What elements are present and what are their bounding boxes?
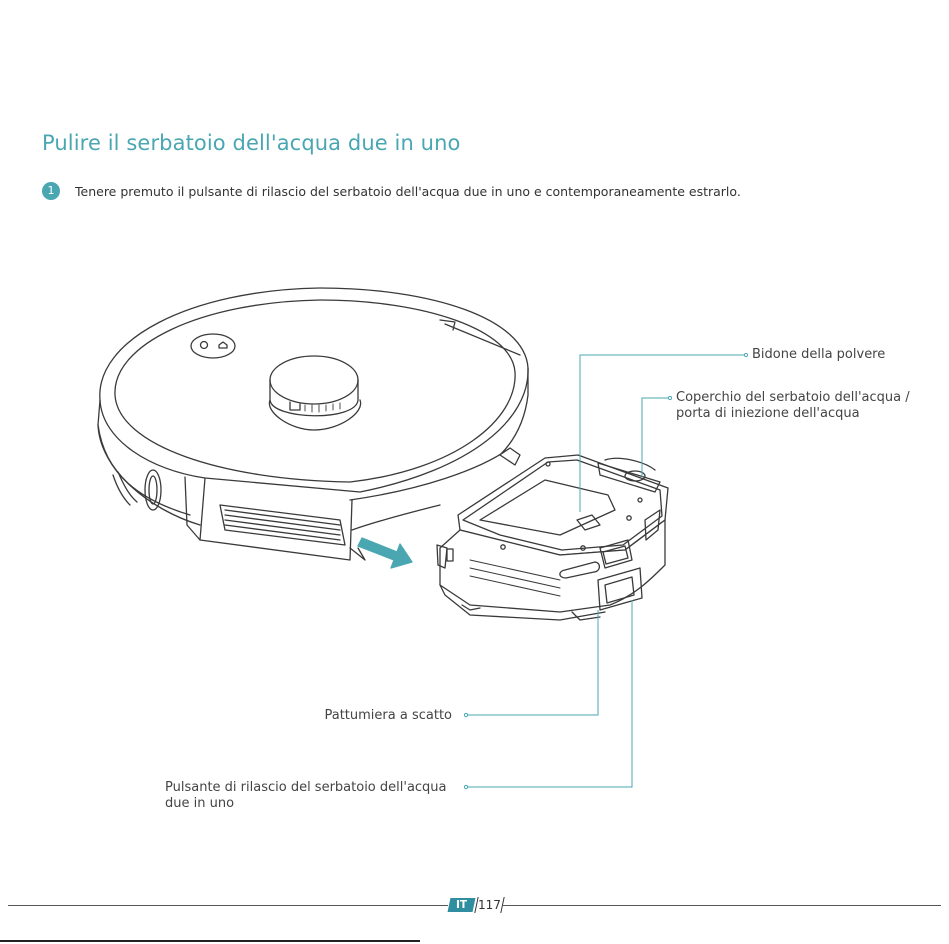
footer-rule-left bbox=[8, 905, 448, 906]
callout-release-button: Pulsante di rilascio del serbatoio dell'… bbox=[165, 780, 447, 812]
callout-release-button-line1: Pulsante di rilascio del serbatoio dell'… bbox=[165, 780, 447, 795]
page-number-badge: IT 117 bbox=[446, 897, 505, 913]
callout-dust-bin: Bidone della polvere bbox=[752, 347, 886, 362]
page-number: 117 bbox=[474, 897, 505, 913]
footer-rule-right bbox=[503, 905, 941, 906]
bottom-crop-mark bbox=[0, 940, 420, 942]
page-title: Pulire il serbatoio dell'acqua due in un… bbox=[42, 131, 461, 155]
callout-tank-cover-line2: porta di iniezione dell'acqua bbox=[676, 406, 860, 421]
instruction-step-1: 1 Tenere premuto il pulsante di rilascio… bbox=[42, 182, 741, 200]
robot-body bbox=[97, 287, 529, 561]
step-text: Tenere premuto il pulsante di rilascio d… bbox=[75, 183, 741, 199]
callout-tank-cover: Coperchio del serbatoio dell'acqua / por… bbox=[676, 390, 910, 422]
callout-release-button-line2: due in uno bbox=[165, 796, 235, 811]
water-tank-module bbox=[436, 454, 669, 621]
pull-arrow bbox=[357, 537, 413, 569]
step-number-badge: 1 bbox=[42, 182, 60, 200]
language-tag: IT bbox=[447, 898, 476, 912]
callout-snap-bin: Pattumiera a scatto bbox=[324, 708, 452, 723]
callout-tank-cover-line1: Coperchio del serbatoio dell'acqua / bbox=[676, 390, 910, 405]
